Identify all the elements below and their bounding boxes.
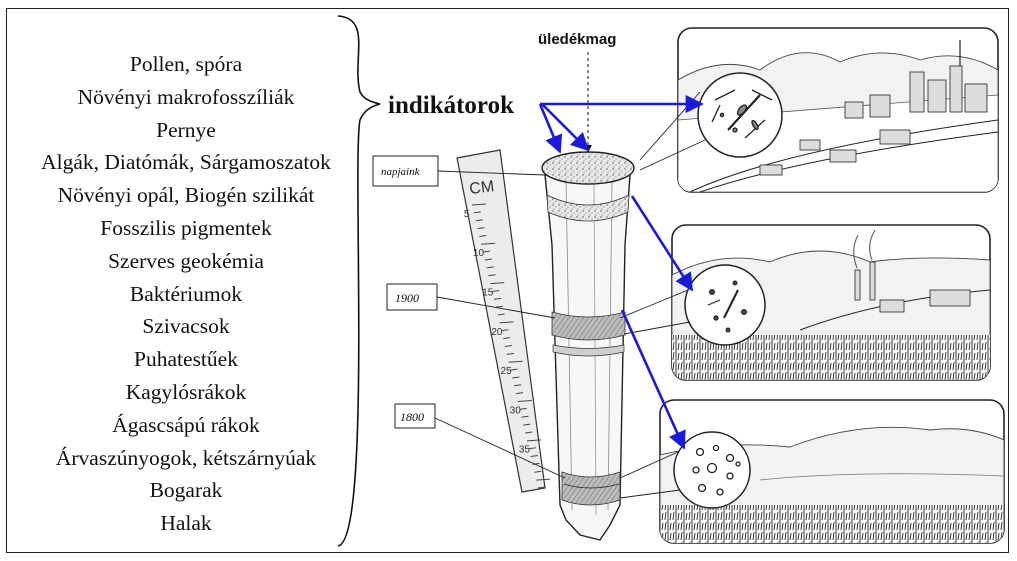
ruler-tick [532, 462, 540, 465]
ruler-tick [493, 297, 502, 300]
ruler-tick [479, 234, 487, 237]
indicator-item: Algák, Diatómák, Sárgamoszatok [41, 150, 331, 175]
ruler-tick [528, 447, 536, 450]
indicator-item: Baktériumok [129, 281, 243, 306]
scene-present [639, 27, 999, 193]
ruler-tick [471, 203, 487, 206]
ruler-tick [526, 439, 542, 442]
ruler-tick [521, 415, 529, 418]
ruler-tick [517, 400, 532, 403]
indicator-item: Pernye [156, 117, 216, 142]
scene-1900 [619, 224, 991, 381]
indicator-heading: indikátorok [388, 92, 514, 119]
ruler-tick [481, 242, 496, 245]
ruler-tick [530, 455, 538, 458]
ruler-tick [482, 250, 491, 253]
measuring-ruler: CM 5 10 15 20 25 30 35 [456, 149, 551, 493]
indicator-item: Pollen, spóra [129, 52, 243, 76]
ruler-unit: CM [468, 178, 495, 198]
ruler-tick [536, 478, 551, 481]
ruler-tick [512, 376, 520, 379]
svg-text:napjaink: napjaink [381, 166, 421, 178]
indicator-item: Fosszilis pigmentek [100, 215, 272, 240]
curly-brace [337, 15, 381, 547]
ruler-tick [490, 282, 505, 285]
ruler-tick [492, 289, 500, 292]
indicator-arrows [538, 94, 704, 450]
microfossil-cluster-2 [707, 280, 747, 333]
ruler-tick [506, 352, 514, 355]
ruler-tick-label: 5 [464, 209, 470, 220]
indicator-item: Szivacsok [142, 314, 230, 339]
ruler-tick-label: 10 [473, 248, 485, 259]
ruler-tick [477, 227, 485, 230]
ruler-tick [503, 337, 511, 340]
ruler-tick-label: 15 [482, 287, 494, 298]
indicator-item: Ágascsápú rákok [112, 412, 260, 437]
ruler-tick [519, 407, 527, 410]
ruler-tick [514, 384, 522, 387]
ruler-tick [499, 321, 514, 324]
ruler-tick-label: 35 [519, 445, 531, 456]
core-label: üledékmag [538, 31, 616, 48]
indicator-item: Puhatestűek [134, 347, 238, 372]
time-label-present: napjaink [372, 155, 546, 187]
indicator-item: Bogarak [149, 478, 223, 503]
indicator-list: Pollen, spóra Növényi makrofosszíliák Pe… [8, 48, 364, 540]
arrow-to-core-top [538, 103, 563, 154]
indicator-item: Kagylósrákok [125, 379, 247, 404]
ruler-tick-label: 30 [510, 405, 522, 416]
ruler-tick [523, 423, 531, 426]
ruler-tick [475, 219, 483, 222]
time-label-1800: 1800 [394, 403, 566, 479]
arrow-to-1800-scene [620, 309, 686, 450]
ruler-tick [486, 266, 494, 269]
indicator-item: Halak [160, 511, 212, 536]
arrow-to-1900-scene [630, 195, 694, 292]
ruler-tick [484, 258, 492, 261]
ruler-tick [497, 313, 505, 316]
ruler-tick [508, 360, 523, 363]
microfossil-cluster-1 [711, 89, 773, 139]
microfossil-cluster-3 [692, 444, 741, 496]
indicator-item: Szerves geokémia [108, 248, 264, 273]
ruler-tick [510, 368, 518, 371]
sediment-core [541, 151, 635, 541]
ruler-tick [501, 329, 509, 332]
ruler-tick [537, 486, 546, 489]
scene-1800 [619, 399, 1005, 544]
indicator-item: Növényi opál, Biogén szilikát [57, 183, 315, 208]
arrow-to-core-top-2 [541, 103, 590, 152]
ruler-tick [473, 211, 481, 214]
ruler-tick [488, 274, 496, 277]
svg-text:1800: 1800 [400, 410, 424, 424]
ruler-tick [495, 305, 503, 308]
ruler-tick [515, 392, 524, 395]
ruler-tick [504, 345, 513, 347]
ruler-tick [525, 431, 533, 434]
svg-text:1900: 1900 [395, 291, 419, 305]
indicator-item: Árvaszúnyogok, kétszárnyúak [55, 445, 317, 470]
ruler-tick [534, 470, 542, 473]
ruler-tick-label: 25 [501, 366, 513, 377]
ruler-tick-label: 20 [491, 327, 503, 338]
indicator-item: Növényi makrofosszíliák [77, 84, 295, 109]
time-label-1900: 1900 [386, 283, 556, 319]
